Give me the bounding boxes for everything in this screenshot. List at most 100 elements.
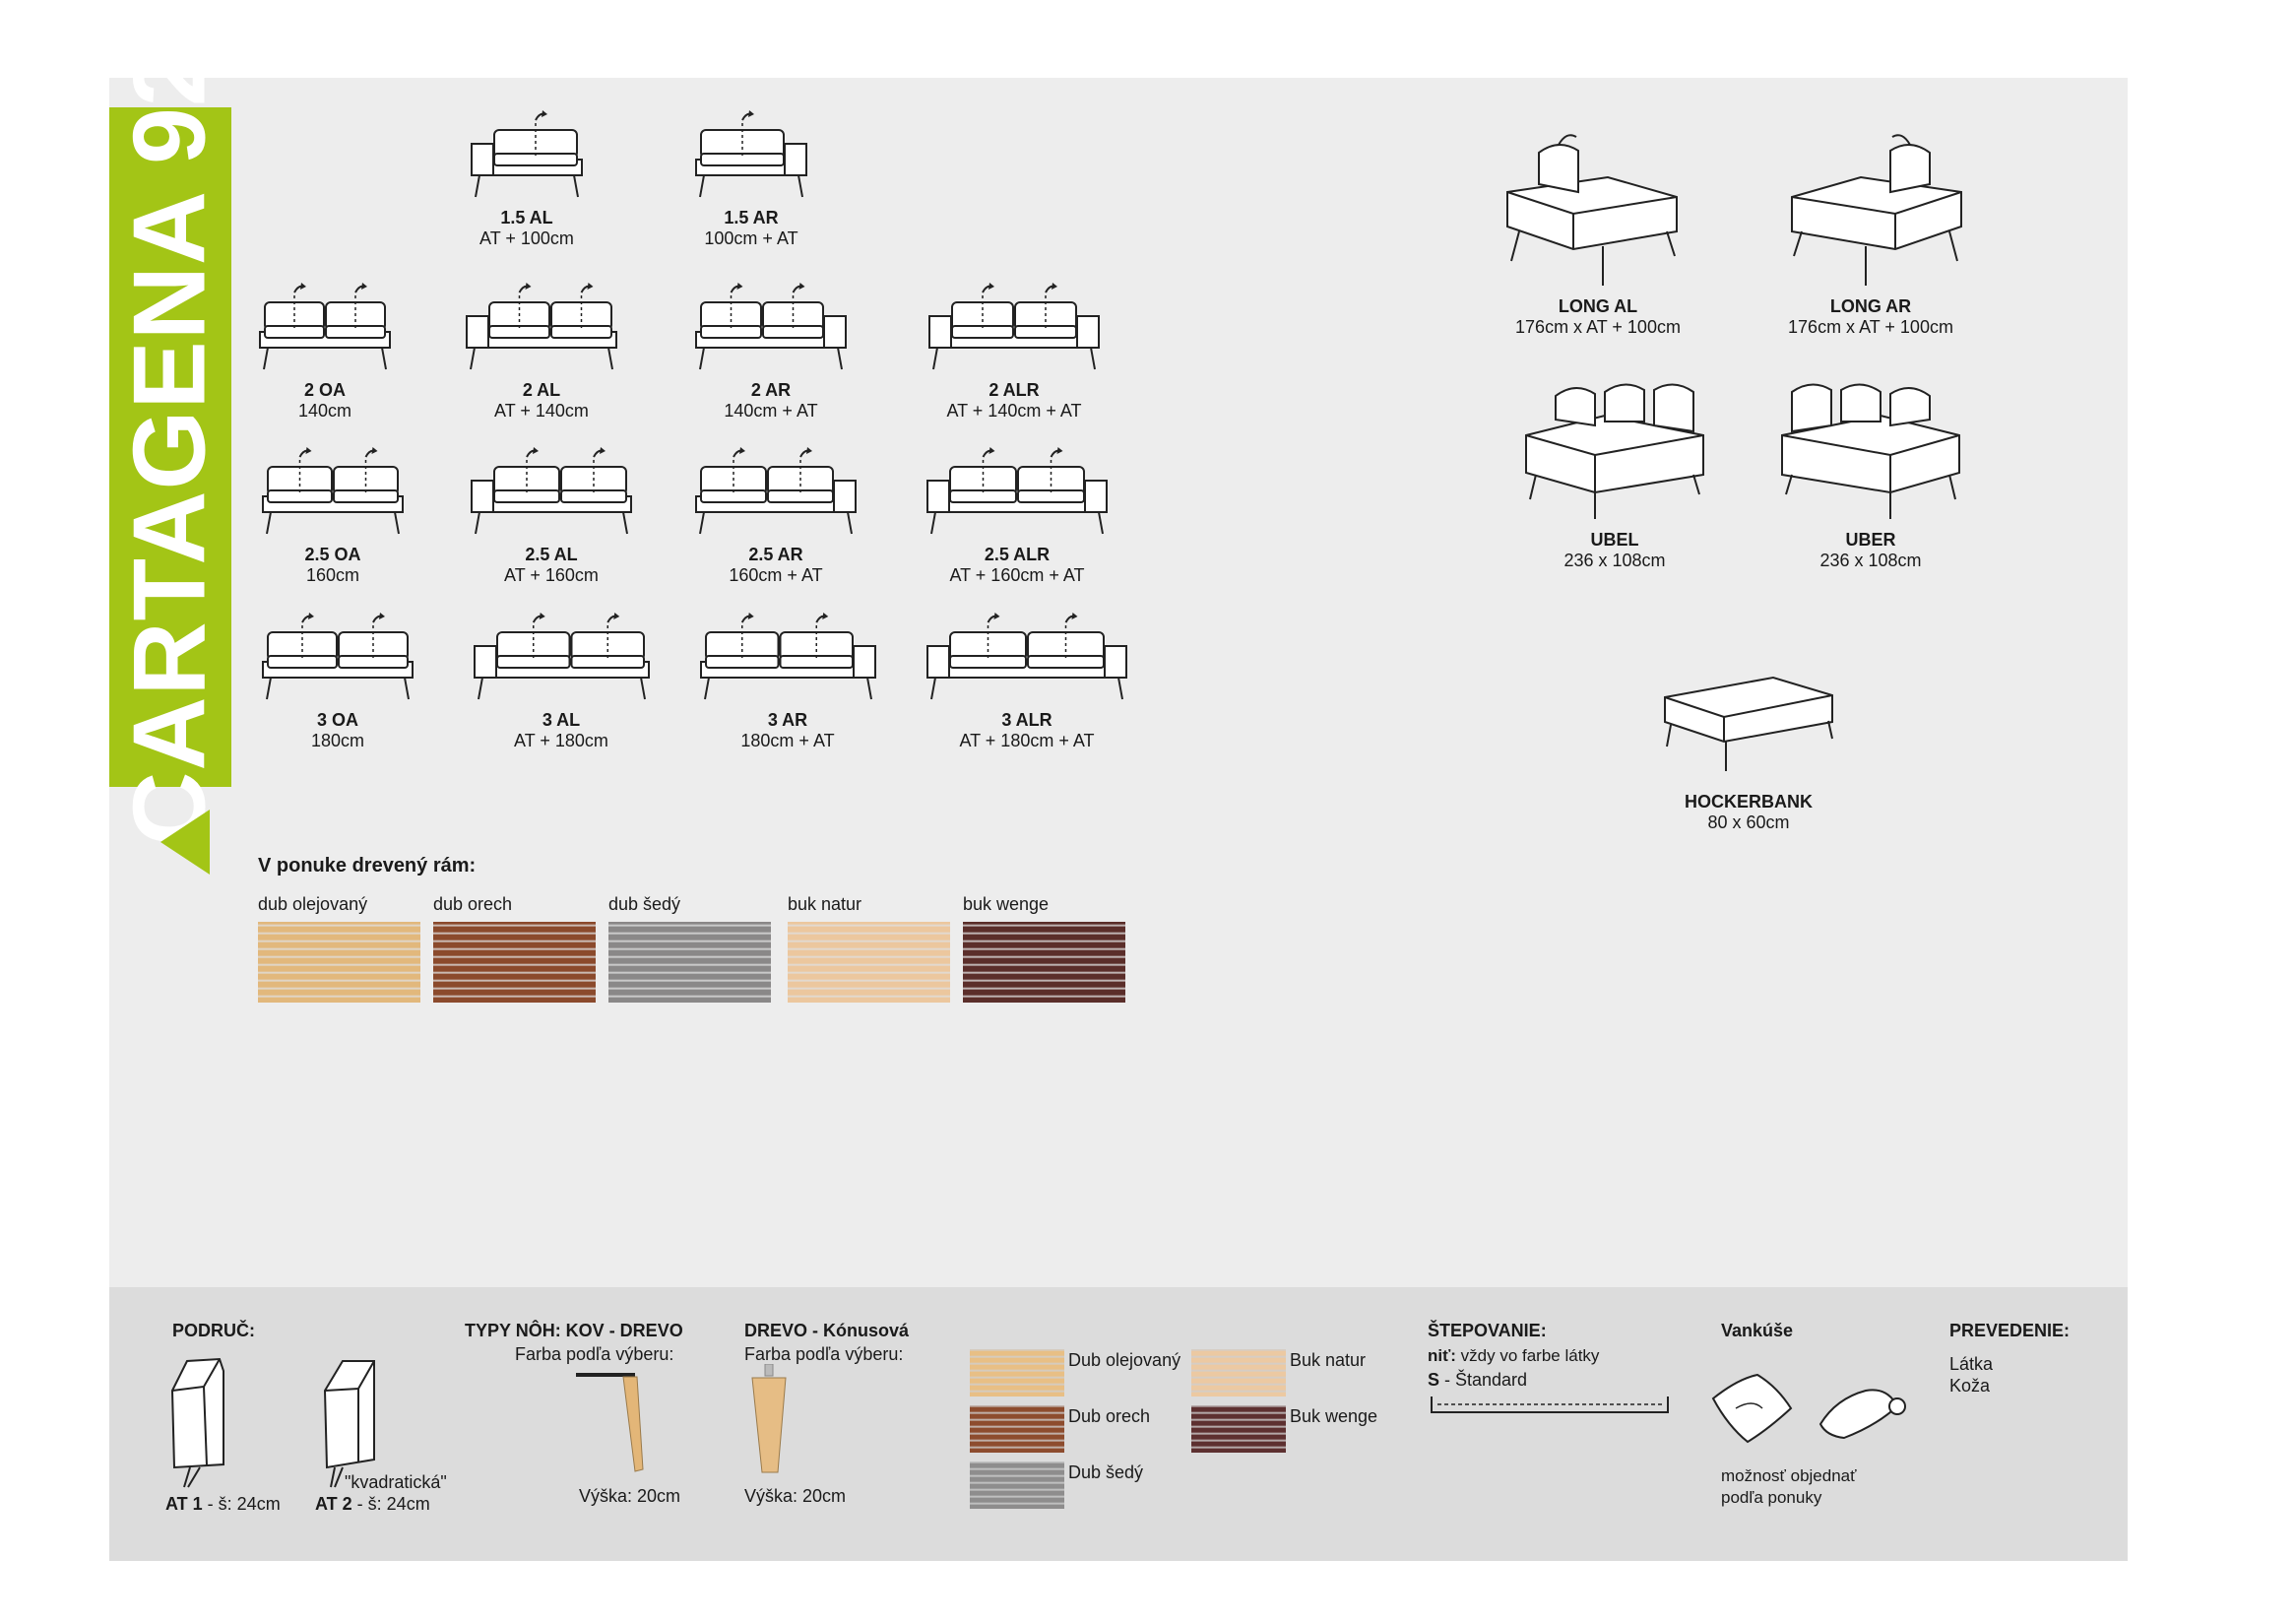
corner-module-label: HOCKERBANK: [1685, 792, 1813, 812]
finish-swatch[interactable]: [970, 1462, 1064, 1509]
finish-swatch[interactable]: [970, 1405, 1064, 1453]
module-label: 2.5 ALR: [984, 545, 1051, 564]
armrest-at2-label: AT 2 - š: 24cm: [315, 1493, 430, 1515]
finish-swatch[interactable]: [1191, 1405, 1286, 1453]
sofa-3-oa-icon: [262, 613, 414, 700]
finish-label: Dub šedý: [1068, 1462, 1144, 1482]
module-label: 3 OA: [316, 710, 358, 730]
wood-swatch[interactable]: [608, 922, 771, 1003]
finish-label: Buk natur: [1290, 1350, 1367, 1370]
module-label: 2.5 AL: [525, 545, 578, 564]
corner-module-dimension: 176cm x AT + 100cm: [1515, 317, 1681, 337]
wood-heading: V ponuke drevený rám:: [258, 855, 477, 877]
wood-swatch[interactable]: [963, 922, 1125, 1003]
corner-module-label: LONG AL: [1558, 296, 1638, 316]
module-label: 2 AR: [750, 380, 792, 400]
corner-module-dimension: 236 x 108cm: [1563, 551, 1666, 570]
module-dimension: AT + 140cm: [494, 401, 589, 421]
module-label: 3 ALR: [1001, 710, 1052, 730]
finish-swatch[interactable]: [970, 1349, 1064, 1397]
long-al-icon: [1506, 134, 1678, 286]
wood-swatch[interactable]: [788, 922, 950, 1003]
module-label: 3 AL: [542, 710, 581, 730]
module-dimension: AT + 140cm + AT: [946, 401, 1082, 421]
metal-wood-leg-icon: [576, 1373, 644, 1472]
stitching-title: ŠTEPOVANIE:: [1428, 1321, 1547, 1340]
stitching-thread-key: niť:: [1428, 1346, 1456, 1365]
stitching-standard-key: S: [1428, 1370, 1440, 1390]
armrest-at1-label: AT 1 - š: 24cm: [165, 1493, 281, 1515]
conical-wood-leg-icon: [751, 1364, 787, 1473]
armrest-at1-width: - š: 24cm: [202, 1494, 281, 1514]
corner-module-label: LONG AR: [1829, 296, 1912, 316]
wood-swatch-label: dub orech: [433, 894, 513, 914]
corner-module-label: UBER: [1845, 530, 1896, 550]
armrest-at1-code: AT 1: [165, 1494, 203, 1514]
sofa-2-al-icon: [466, 283, 617, 370]
finish-swatch[interactable]: [1191, 1349, 1286, 1397]
wood-swatch-label: buk natur: [788, 894, 862, 914]
square-cushion-icon: [1711, 1373, 1793, 1444]
corner-module-dimension: 236 x 108cm: [1819, 551, 1922, 570]
back-arrow-icon[interactable]: [160, 810, 210, 875]
corner-module-dimension: 80 x 60cm: [1707, 812, 1790, 832]
ubel-icon: [1525, 383, 1704, 519]
armrest-at2-icon: [323, 1360, 375, 1488]
module-dimension: AT + 100cm: [479, 228, 574, 248]
armrest-at2-code: AT 2: [315, 1494, 352, 1514]
armrest-at2-width: - š: 24cm: [351, 1494, 430, 1514]
cushions-note-1: možnosť objednať: [1721, 1466, 1857, 1485]
wood-legs-subtitle: Farba podľa výberu:: [744, 1344, 904, 1364]
wood-swatch[interactable]: [433, 922, 596, 1003]
sofa-2-5-al-icon: [471, 447, 632, 535]
version-fabric: Látka: [1949, 1354, 1994, 1374]
module-dimension: AT + 160cm + AT: [949, 565, 1085, 585]
sofa-3-al-icon: [473, 613, 650, 700]
sofa-2-5-alr-icon: [926, 447, 1108, 535]
uber-icon: [1781, 383, 1960, 519]
wood-swatch[interactable]: [258, 922, 420, 1003]
armrest-at1-icon: [170, 1357, 224, 1488]
module-label: 2.5 AR: [748, 545, 803, 564]
sofa-1-5-ar-icon: [695, 110, 807, 198]
finish-label: Buk wenge: [1290, 1406, 1378, 1426]
wood-swatch-label: dub olejovaný: [258, 894, 368, 914]
module-dimension: 100cm + AT: [704, 228, 798, 248]
stitching-line-icon: [1431, 1397, 1669, 1413]
sofa-2-5-ar-icon: [695, 447, 857, 535]
module-dimension: 180cm + AT: [740, 731, 835, 750]
module-label: 1.5 AL: [500, 208, 553, 227]
version-leather: Koža: [1949, 1376, 1991, 1396]
module-label: 2 OA: [303, 380, 346, 400]
stitching-standard: S - Štandard: [1428, 1369, 1527, 1391]
legs-height: Výška: 20cm: [579, 1486, 681, 1506]
cushions-title: Vankúše: [1721, 1321, 1794, 1340]
corner-module-dimension: 176cm x AT + 100cm: [1788, 317, 1953, 337]
sofa-2-5-oa-icon: [262, 447, 404, 535]
neck-roll-cushion-icon: [1818, 1389, 1906, 1440]
module-dimension: 160cm + AT: [729, 565, 823, 585]
armrest-title: PODRUČ:: [172, 1321, 255, 1340]
finish-label: Dub orech: [1068, 1406, 1151, 1426]
wood-swatch-label: dub šedý: [608, 894, 681, 914]
module-dimension: 160cm: [305, 565, 360, 585]
